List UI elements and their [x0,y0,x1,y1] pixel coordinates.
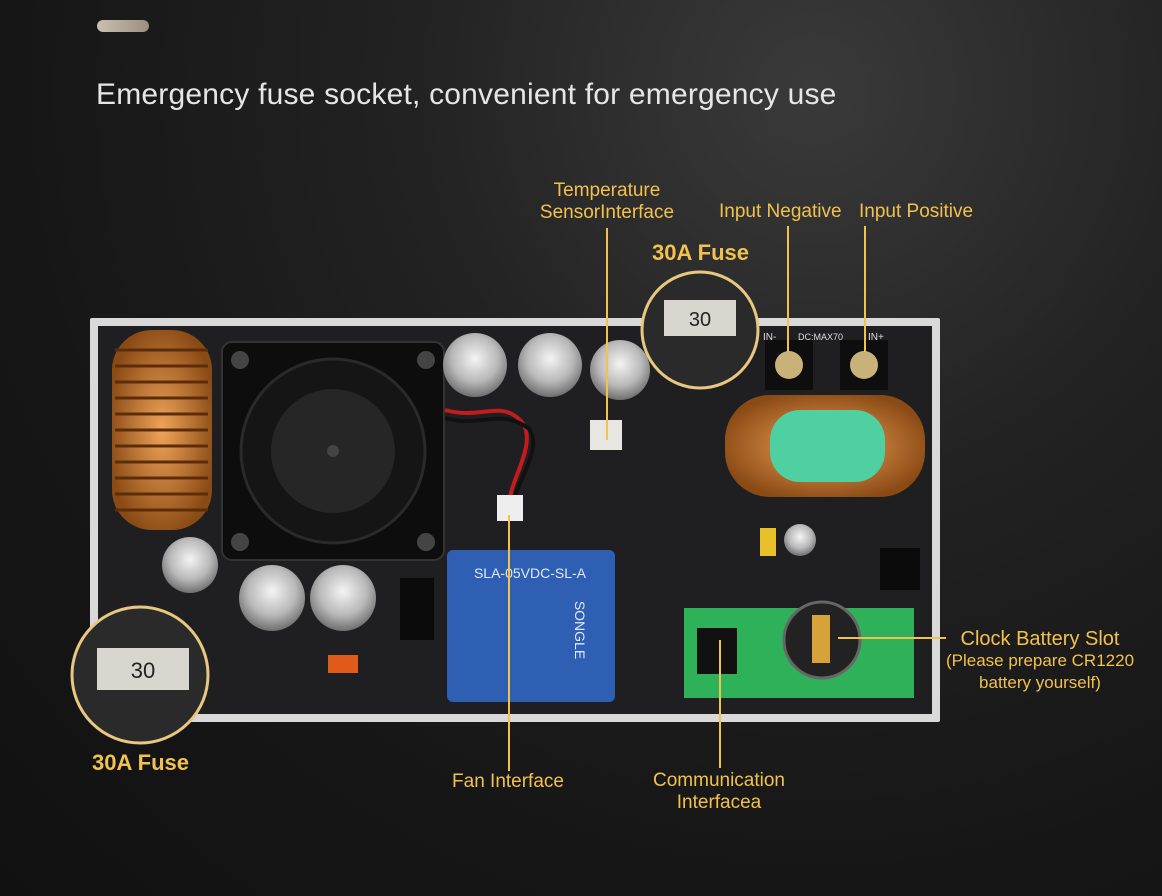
fuse-bottom-marking: 30 [131,658,155,683]
capacitor [784,524,816,556]
label-input-negative: Input Negative [719,201,842,222]
label-communication: Communication Interfacea [653,770,785,813]
ic-chip [880,548,920,590]
label-clock-battery: Clock Battery Slot (Please prepare CR122… [945,628,1135,692]
fan-connector [497,495,523,521]
cooling-fan [221,341,445,561]
terminal-neg-marking: IN- [763,332,776,343]
terminal-spec-marking: DC:MAX70 [798,332,843,342]
capacitor [162,537,218,593]
lead-communication [719,640,721,768]
left-toroid-coil [112,330,212,530]
relay-model: SLA-05VDC-SL-A [474,565,587,581]
orange-component [328,655,358,673]
label-temperature-sensor: Temperature SensorInterface [539,180,675,223]
small-cap [760,528,776,556]
relay: SLA-05VDC-SL-A SONGLE [447,550,615,702]
lead-temperature [606,228,608,440]
capacitor [310,565,376,631]
top-pill-indicator [97,20,149,32]
fuse-magnifier-top: 30 [640,270,760,390]
right-toroid-coil [725,395,925,497]
capacitor [239,565,305,631]
label-fuse-top: 30A Fuse [652,240,750,265]
fan-wires [444,408,529,501]
fuse-magnifier-bottom: 30 [70,605,210,745]
communication-header [697,628,737,674]
ic-chip [400,578,434,640]
capacitor [518,333,582,397]
capacitor [590,340,650,400]
lead-clock-battery [838,637,946,639]
lead-fan-interface [508,515,510,771]
label-fan-interface: Fan Interface [452,771,564,792]
page-headline: Emergency fuse socket, convenient for em… [96,78,837,111]
relay-brand: SONGLE [572,601,588,659]
terminal-pos-marking: IN+ [868,332,884,343]
capacitor [443,333,507,397]
label-input-positive: Input Positive [859,201,974,222]
fuse-top-marking: 30 [689,309,711,331]
label-fuse-bottom: 30A Fuse [92,750,190,775]
lead-input-positive [864,226,866,352]
lead-input-negative [787,226,789,352]
